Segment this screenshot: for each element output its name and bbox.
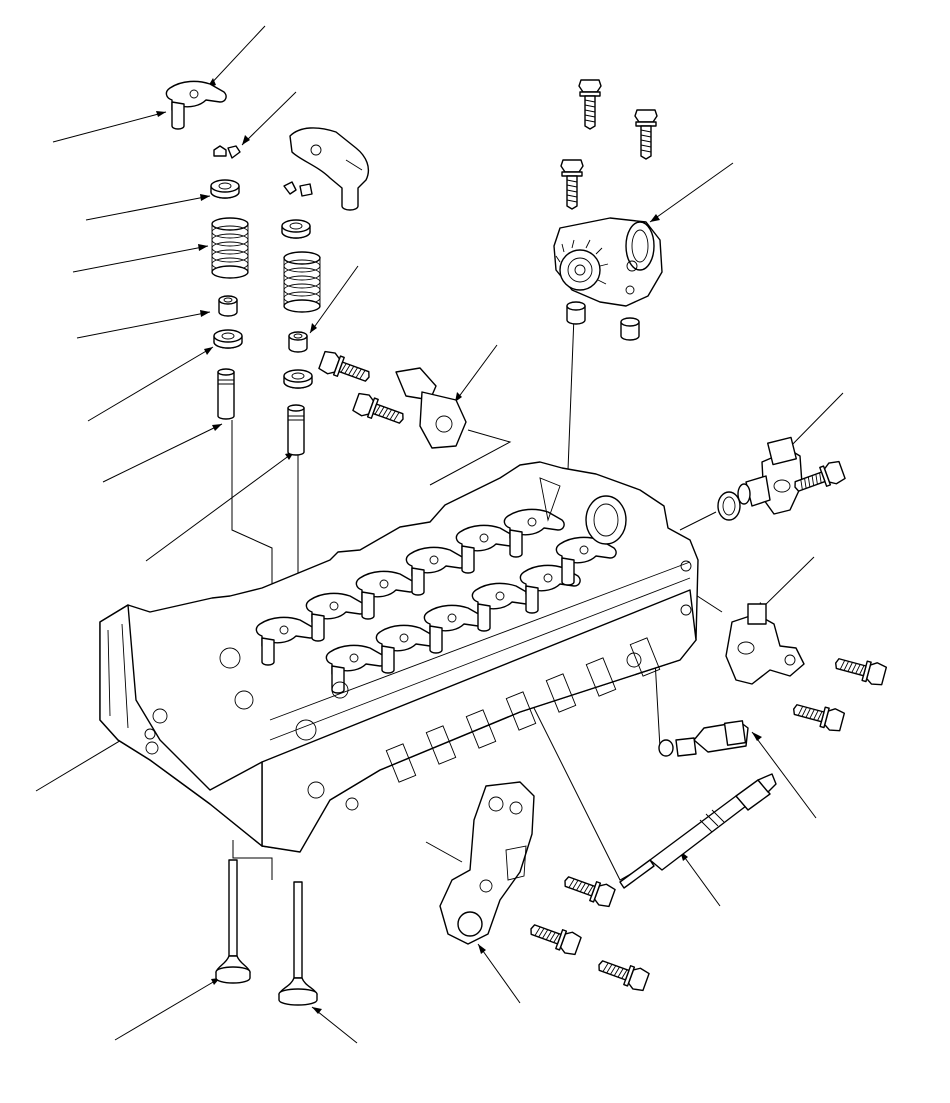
glow-plug: [619, 773, 777, 889]
cylinder-head: [99, 461, 699, 853]
valve-guide-right: [287, 404, 305, 456]
pump-dowel-pins: [566, 301, 640, 341]
regulator-bolt-2: [790, 697, 846, 734]
camshaft-bolts: [317, 348, 408, 431]
valve-keeper-left: [213, 145, 227, 157]
temperature-sensor: [658, 720, 749, 757]
valve-stem-seal-left: [218, 295, 238, 317]
intake-ports: [385, 637, 661, 783]
camshaft-position-sensor: [737, 436, 803, 515]
valve-spring-retainer-left: [210, 179, 240, 199]
rocker-arm-upper-left: [165, 80, 227, 130]
intake-valve: [215, 859, 251, 984]
pump-mounting-bolts: [560, 79, 658, 210]
cylinder-head-plug: [144, 728, 156, 740]
valve-spring-left: [211, 217, 249, 279]
valve-stem-seal-right: [288, 331, 308, 353]
high-pressure-fuel-pump: [553, 217, 663, 307]
vacuum-pump-fitting: [395, 367, 467, 449]
valve-train-right: [281, 127, 370, 456]
bracket-bolts: [526, 869, 651, 994]
rocker-arm-upper-right: [289, 127, 370, 211]
valve-spring-seat-left: [213, 329, 243, 349]
valve-keeper-right: [283, 181, 297, 195]
sensor-o-ring: [717, 491, 741, 521]
valve-spring-right: [283, 251, 321, 313]
valve-train-left: [165, 80, 249, 420]
engine-hanger-bracket: [439, 781, 535, 945]
exhaust-valve: [278, 881, 318, 1006]
valve-spring-seat-right: [283, 369, 313, 389]
valve-spring-retainer-right: [281, 219, 311, 239]
regulator-bolt-1: [832, 651, 888, 688]
fuel-pressure-regulator: [725, 603, 805, 685]
valve-guide-left: [217, 368, 235, 420]
